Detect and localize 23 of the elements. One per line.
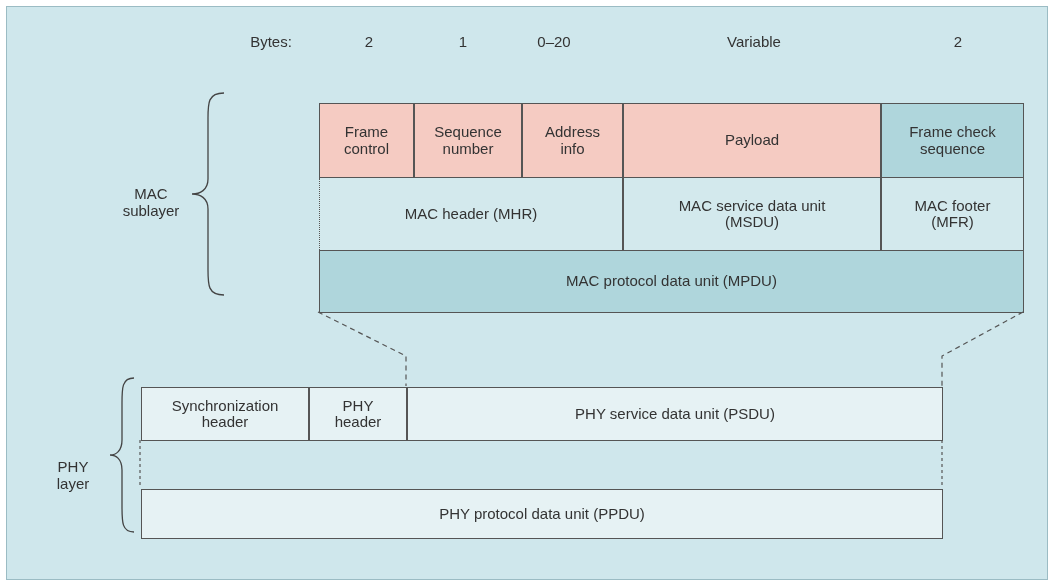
- layer-label: PHY layer: [55, 458, 91, 493]
- frame-field: Frame check sequence: [881, 103, 1024, 178]
- byte-count: 0–20: [536, 33, 572, 51]
- expansion-line: [317, 311, 407, 387]
- frame-field: Frame control: [319, 103, 414, 178]
- frame-section: MAC header (MHR): [319, 178, 623, 250]
- frame-section: MAC service data unit (MSDU): [623, 178, 881, 250]
- bytes-label: Bytes:: [249, 33, 293, 51]
- frame-field: PHY header: [309, 387, 407, 441]
- frame-field: Synchronization header: [141, 387, 309, 441]
- frame-field: Payload: [623, 103, 881, 178]
- byte-count: Variable: [726, 33, 782, 51]
- frame-field: Address info: [522, 103, 623, 178]
- frame-section: MAC footer (MFR): [881, 178, 1024, 250]
- expansion-line: [941, 311, 1024, 387]
- layer-label: MAC sublayer: [121, 185, 181, 220]
- frame-row: MAC protocol data unit (MPDU): [319, 250, 1024, 313]
- byte-count: 2: [363, 33, 375, 51]
- byte-count: 2: [952, 33, 964, 51]
- frame-row: PHY protocol data unit (PPDU): [141, 489, 943, 539]
- frame-field: Sequence number: [414, 103, 522, 178]
- byte-count: 1: [457, 33, 469, 51]
- frame-field: PHY service data unit (PSDU): [407, 387, 943, 441]
